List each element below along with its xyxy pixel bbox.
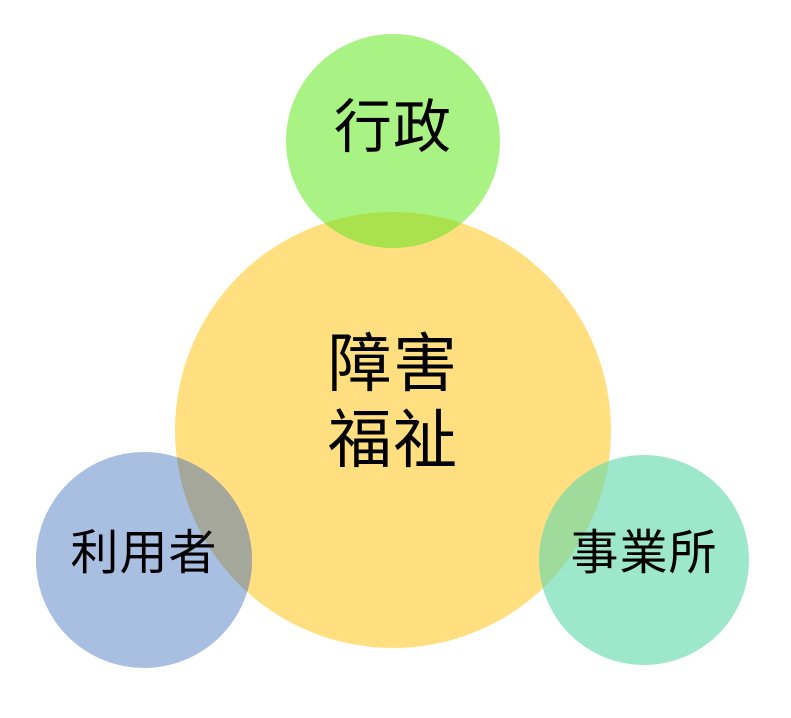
label-service-users: 利用者 — [70, 527, 218, 580]
circle-core-theme — [175, 212, 611, 648]
label-service-providers: 事業所 — [570, 527, 718, 580]
circle-government — [286, 34, 500, 248]
label-core-theme: 障害福祉 — [273, 327, 513, 478]
label-core-theme-line2: 福祉 — [327, 403, 459, 476]
label-core-theme-line1: 障害 — [327, 328, 459, 400]
label-government: 行政 — [333, 95, 453, 160]
